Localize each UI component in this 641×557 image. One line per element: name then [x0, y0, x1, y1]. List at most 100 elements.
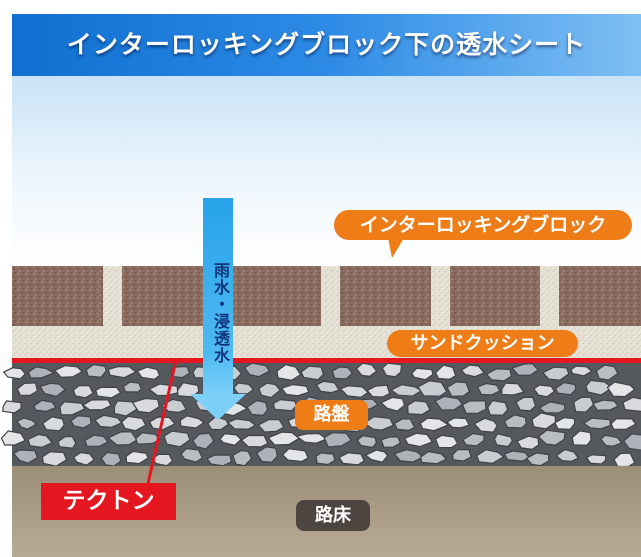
block-label: インターロッキングブロック [334, 210, 632, 240]
roadbed-stone [72, 451, 95, 466]
roadbed-stone [485, 368, 513, 382]
roadbed-stone [226, 418, 257, 430]
roadbed-stone [176, 381, 200, 398]
roadbed-stone [180, 447, 204, 463]
roadbed-stone [94, 414, 123, 429]
roadbed-stone [32, 399, 57, 413]
roadbed-stone [70, 415, 92, 429]
roadbed-stone [446, 381, 471, 398]
roadbed-stone [538, 401, 566, 414]
roadbed-stone [107, 431, 138, 446]
roadbed-stone [366, 384, 391, 398]
roadbed-stone [445, 417, 471, 429]
roadbed-stone [410, 367, 434, 381]
roadbed-stone [503, 450, 531, 462]
roadbed-stone [219, 433, 242, 446]
roadbed-stone [131, 397, 160, 414]
roadbed-stone [511, 362, 540, 376]
roadbed-label: 路盤 [295, 400, 368, 430]
roadbed-stone [503, 414, 527, 429]
roadbed-stone [595, 364, 619, 381]
roadbed-stone [281, 448, 309, 463]
roadbed-stone [403, 432, 434, 448]
roadbed-stone [393, 418, 416, 432]
roadbed-stone [107, 365, 138, 379]
roadbed-stone [364, 449, 389, 463]
roadbed-stone [501, 382, 525, 396]
roadbed-stone [434, 395, 464, 411]
roadbed-stone [135, 432, 161, 445]
roadbed-stone [246, 399, 269, 416]
roadbed-stone [390, 384, 423, 397]
roadbed-stone [419, 417, 450, 432]
block-3 [231, 266, 321, 326]
roadbed-stone [2, 400, 22, 414]
roadbed-stone [16, 417, 38, 430]
roadbed-stone [419, 450, 448, 465]
roadbed-stone [393, 449, 424, 463]
roadbed-stone [122, 381, 143, 393]
block-4 [340, 266, 431, 326]
roadbed-stone [300, 365, 325, 381]
roadbed-stone [280, 383, 310, 397]
title-banner: インターロッキングブロック下の透水シート [12, 14, 641, 76]
roadbed-stone [537, 429, 566, 446]
roadbed-stone [434, 434, 459, 449]
roadbed-stones [0, 362, 641, 468]
roadbed-stone [323, 432, 353, 448]
roadbed-stone [610, 417, 637, 430]
roadbed-stone [533, 384, 556, 398]
roadbed-stone [515, 396, 537, 412]
roadbed-stone [622, 396, 641, 412]
roadbed-stone [570, 365, 593, 377]
rainwater-label: 雨水・浸透水 [211, 262, 230, 364]
roadbed-stone [150, 453, 174, 467]
page-title: インターロッキングブロック下の透水シート [66, 30, 587, 59]
roadbed-stone [476, 449, 505, 464]
roadbed-stone [233, 382, 255, 395]
roadbed-stone [473, 417, 499, 433]
roadbed-stone [461, 400, 487, 415]
roadbed-stone [16, 382, 39, 397]
roadbed-stone [407, 400, 431, 416]
roadbed-stone [331, 366, 354, 380]
roadbed-stone [460, 364, 485, 378]
roadbed-stone [57, 435, 77, 449]
roadbed-stone [276, 364, 302, 381]
roadbed-stone [72, 384, 94, 399]
roadbed-stone [434, 364, 457, 380]
roadbed-stone [582, 417, 612, 430]
roadbed-stone [94, 386, 122, 399]
block-callout-pointer [388, 238, 404, 258]
roadbed-stone [487, 400, 509, 416]
roadbed-stone [338, 452, 365, 466]
subgrade-label: 路床 [296, 500, 370, 531]
roadbed-stone [39, 382, 67, 398]
roadbed-stone [255, 446, 279, 463]
roadbed-stone [295, 432, 328, 444]
roadbed-stone [462, 432, 485, 447]
roadbed-stone [206, 454, 232, 467]
block-5 [450, 266, 540, 326]
roadbed-stone [27, 433, 54, 449]
roadbed-stone [85, 363, 107, 378]
interlocking-blocks [12, 266, 641, 326]
permeable-sheet-line [12, 358, 641, 363]
roadbed-stone [81, 399, 112, 411]
roadbed-stone [355, 362, 378, 378]
down-arrow-icon [190, 198, 246, 420]
roadbed-stone [41, 416, 65, 432]
tekuton-leader-line [145, 359, 178, 489]
roadbed-stone [555, 448, 580, 463]
roadbed-stone [179, 415, 205, 429]
roadbed-stone [84, 434, 109, 448]
roadbed-stone [315, 452, 336, 466]
roadbed-stone [554, 381, 577, 396]
roadbed-stone [339, 385, 369, 399]
roadbed-stone [163, 430, 191, 448]
roadbed-stone [243, 362, 271, 378]
roadbed-stone [531, 412, 557, 430]
roadbed-stone [59, 401, 86, 416]
roadbed-stone [272, 399, 298, 412]
